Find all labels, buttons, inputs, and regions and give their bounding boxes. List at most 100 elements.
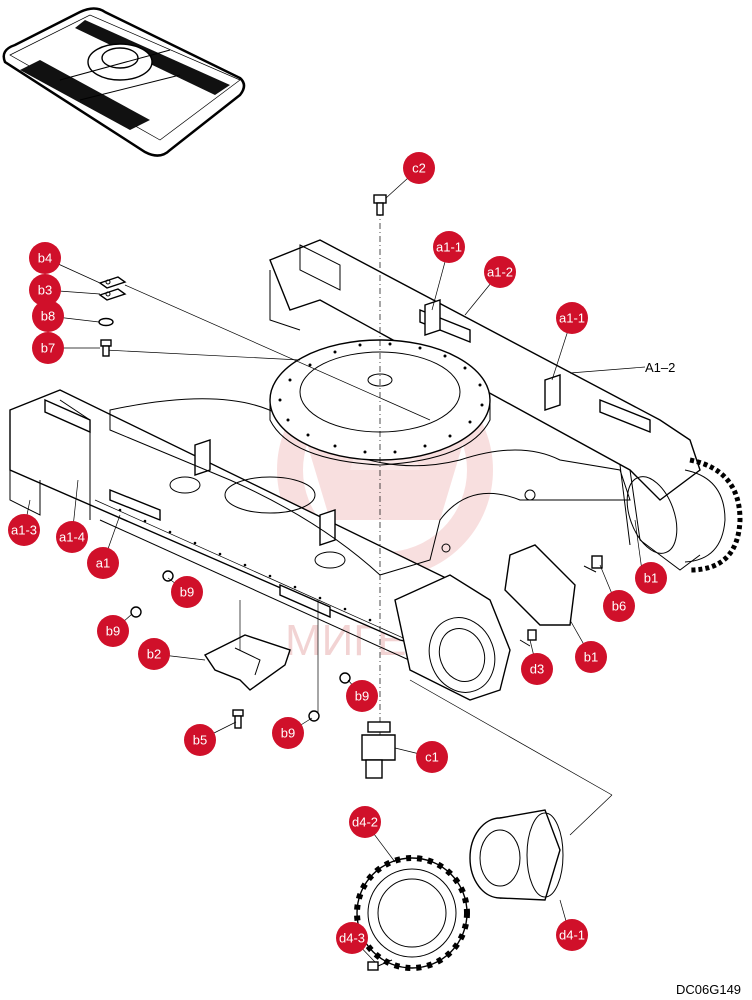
- sprocket-d4-2: [354, 855, 470, 971]
- callout-label: d4-2: [352, 815, 378, 830]
- washer-b8: [98, 317, 114, 327]
- callout-b9-c: b9: [346, 680, 378, 712]
- bolt-b7: [100, 339, 112, 357]
- drawing-code: DC06G149: [676, 982, 741, 997]
- callout-c1: c1: [416, 741, 448, 773]
- callout-marker: [346, 680, 378, 712]
- callout-label: b4: [38, 251, 52, 266]
- callout-marker: [32, 300, 64, 332]
- callout-label: b1: [584, 650, 598, 665]
- callout-label: a1-4: [59, 530, 85, 545]
- callout-b1-b: b1: [575, 641, 607, 673]
- plate-b4: [98, 276, 127, 289]
- callout-marker: [403, 152, 435, 184]
- callout-b1-a: b1: [635, 562, 667, 594]
- callout-label: c1: [425, 750, 439, 765]
- callout-b8: b8: [32, 300, 64, 332]
- callout-marker: [32, 332, 64, 364]
- callout-label: b3: [38, 283, 52, 298]
- callout-a1-1-top: a1-1: [433, 231, 465, 263]
- callout-marker: [484, 256, 516, 288]
- plain-label-A1-2: A1–2: [645, 360, 675, 375]
- bolt-b6: [583, 555, 603, 573]
- track-frame: [9, 239, 743, 666]
- nut-b9-b: [130, 606, 142, 618]
- overview-thumbnail: [2, 7, 246, 157]
- callout-label: b1: [644, 571, 658, 586]
- nut-b9-a: [162, 570, 174, 582]
- leader-motor-2: [569, 794, 613, 836]
- callout-label: d4-3: [339, 931, 365, 946]
- callout-label: b7: [41, 341, 55, 356]
- callout-b6: b6: [603, 590, 635, 622]
- guide-b2: [203, 634, 291, 691]
- callout-label: a1-1: [436, 240, 462, 255]
- callout-label: b9: [355, 689, 369, 704]
- callout-d4-2: d4-2: [349, 806, 381, 838]
- callout-b9-a: b9: [171, 576, 203, 608]
- callout-b9-d: b9: [272, 717, 304, 749]
- callout-label: d3: [530, 662, 544, 677]
- callout-marker: [272, 717, 304, 749]
- callout-label: c2: [412, 161, 426, 176]
- callout-b2: b2: [138, 638, 170, 670]
- callout-b3: b3: [29, 274, 61, 306]
- callout-marker: [521, 653, 553, 685]
- callout-marker: [349, 806, 381, 838]
- bolt-b5: [232, 709, 244, 729]
- callout-b5: b5: [184, 724, 216, 756]
- callout-marker: [603, 590, 635, 622]
- callout-d3: d3: [521, 653, 553, 685]
- motor-housing: [394, 574, 511, 701]
- callout-label: b9: [106, 624, 120, 639]
- callout-label: b9: [180, 585, 194, 600]
- callout-label: a1: [96, 556, 110, 571]
- callout-a1-3: a1-3: [8, 514, 40, 546]
- cover-b1: [504, 544, 576, 626]
- callout-marker: [87, 547, 119, 579]
- bolt-d3: [519, 629, 537, 647]
- callout-marker: [97, 615, 129, 647]
- callout-a1-4: a1-4: [56, 521, 88, 553]
- nut-b9-d: [308, 710, 320, 722]
- bolt-c2: [373, 194, 387, 216]
- callout-marker: [556, 302, 588, 334]
- callout-marker: [29, 242, 61, 274]
- callout-marker: [556, 919, 588, 951]
- leader-motor: [409, 679, 613, 796]
- nut-b9-c: [339, 672, 351, 684]
- callout-d4-1: d4-1: [556, 919, 588, 951]
- plate-b3: [98, 288, 127, 301]
- leader-b-group: [124, 284, 431, 421]
- callout-label: b6: [612, 599, 626, 614]
- callout-marker: [8, 514, 40, 546]
- callout-label: b8: [41, 309, 55, 324]
- callout-a1-1-right: a1-1: [556, 302, 588, 334]
- callout-marker: [138, 638, 170, 670]
- callout-b7: b7: [32, 332, 64, 364]
- callout-label: a1-2: [487, 265, 513, 280]
- leader-b7: [104, 349, 301, 361]
- callout-marker: [575, 641, 607, 673]
- travel-motor-d4-1: [469, 809, 564, 901]
- callout-a1: a1: [87, 547, 119, 579]
- callout-label: b9: [281, 726, 295, 741]
- callout-c2: c2: [403, 152, 435, 184]
- callout-b4: b4: [29, 242, 61, 274]
- callout-label: d4-1: [559, 928, 585, 943]
- callout-marker: [416, 741, 448, 773]
- callout-marker: [184, 724, 216, 756]
- ring-bolt-holes: [278, 342, 484, 454]
- callout-marker: [635, 562, 667, 594]
- callout-marker: [336, 922, 368, 954]
- callout-label: b2: [147, 647, 161, 662]
- frame-bolt-holes: [118, 508, 372, 622]
- swivel-joint-c1: [361, 721, 396, 779]
- callout-a1-2: a1-2: [484, 256, 516, 288]
- callout-label: a1-3: [11, 523, 37, 538]
- callout-d4-3: d4-3: [336, 922, 368, 954]
- callout-marker: [171, 576, 203, 608]
- callout-layer: c2 b4 b3 b8 b7 a1-1 a1-2 a1-1 a1-3 a1-4 a1 b9 b9 b2 b1…: [8, 152, 667, 954]
- callout-marker: [433, 231, 465, 263]
